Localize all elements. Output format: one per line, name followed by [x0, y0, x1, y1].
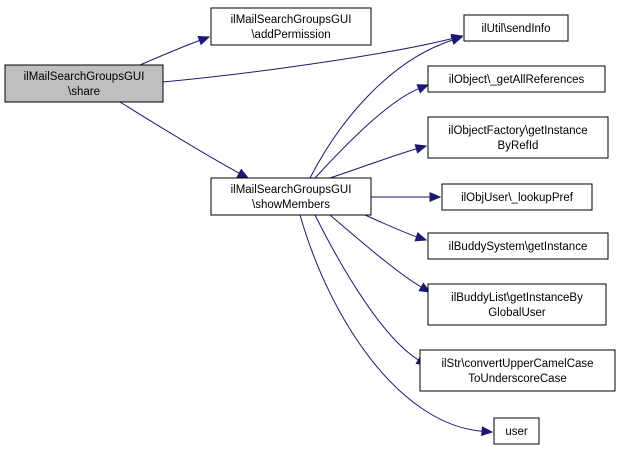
node-box [427, 65, 606, 93]
node-box [441, 183, 593, 211]
edge-showMembers-to-lookupPref [371, 192, 442, 202]
node-box [427, 232, 609, 260]
edge-line [314, 87, 420, 179]
node-box [210, 177, 372, 216]
node-box [419, 349, 616, 392]
node-lookupPref[interactable]: ilObjUser\_lookupPref [441, 183, 593, 211]
node-label-line: \share [68, 86, 100, 98]
node-box [493, 417, 540, 445]
node-buddyGetInstance[interactable]: ilBuddySystem\getInstance [427, 232, 609, 260]
arrowhead [236, 168, 250, 179]
edge-line [329, 148, 418, 179]
node-label-line: \addPermission [251, 29, 330, 41]
node-label-line: ilStr\convertUpperCamelCase [441, 358, 593, 370]
edge-showMembers-to-sendInfo [309, 35, 464, 179]
node-label-line: ilObjectFactory\getInstance [448, 125, 587, 137]
node-getAllReferences[interactable]: ilObject\_getAllReferences [427, 65, 606, 93]
node-box [427, 116, 609, 159]
node-box [210, 7, 372, 46]
node-label-line: ByRefId [498, 140, 539, 152]
node-label-line: ilBuddyList\getInstanceBy [451, 292, 583, 304]
edge-showMembers-to-getAllReferences [314, 84, 430, 179]
edge-showMembers-to-getInstanceByRefId [329, 144, 428, 179]
arrowhead [429, 192, 442, 202]
arrowhead [414, 231, 428, 242]
arrowhead [418, 282, 432, 293]
edge-showMembers-to-user [299, 214, 494, 437]
edge-line [139, 39, 201, 66]
arrowhead [450, 35, 464, 45]
edge-line [364, 214, 418, 238]
arrowhead [416, 84, 430, 94]
edge-line [299, 214, 484, 432]
arrowhead [197, 35, 211, 46]
node-sendInfo[interactable]: ilUtil\sendInfo [463, 14, 569, 42]
node-user[interactable]: user [493, 417, 540, 445]
node-convertCase[interactable]: ilStr\convertUpperCamelCaseToUnderscoreC… [419, 349, 616, 392]
node-label-line: \showMembers [252, 199, 330, 211]
nodes-layer: ilMailSearchGroupsGUI\shareilMailSearchG… [4, 7, 616, 445]
edge-share-to-showMembers [119, 101, 250, 179]
node-box [427, 283, 607, 326]
node-label-line: ilObject\_getAllReferences [449, 74, 585, 86]
edge-showMembers-to-buddyGetInstance [364, 214, 428, 242]
node-label-line: ilUtil\sendInfo [481, 23, 550, 35]
arrowhead [414, 144, 428, 154]
node-share[interactable]: ilMailSearchGroupsGUI \share [4, 64, 164, 103]
node-label-line: ilMailSearchGroupsGUI [24, 71, 145, 83]
edge-line [309, 39, 454, 179]
node-label-line: ilMailSearchGroupsGUI [231, 14, 352, 26]
edge-line [162, 37, 454, 83]
node-showMembers[interactable]: ilMailSearchGroupsGUI \showMembers [210, 177, 372, 216]
edges-layer [119, 33, 494, 437]
node-label-line: ilMailSearchGroupsGUI [231, 184, 352, 196]
edge-line [119, 101, 241, 175]
edge-showMembers-to-getInstanceByGlobalUser [329, 214, 432, 293]
edge-share-to-addPermission [139, 35, 211, 66]
edge-line [314, 214, 420, 361]
node-box [4, 64, 164, 103]
node-label-line: ilObjUser\_lookupPref [461, 192, 574, 204]
node-label-line: ilBuddySystem\getInstance [449, 241, 588, 253]
edge-showMembers-to-convertCase [314, 214, 429, 366]
arrowhead [481, 426, 494, 437]
node-box [463, 14, 569, 42]
node-label-line: GlobalUser [488, 307, 546, 319]
edge-line [329, 214, 423, 288]
node-addPermission[interactable]: ilMailSearchGroupsGUI \addPermission [210, 7, 372, 46]
node-label-line: ToUnderscoreCase [468, 373, 566, 385]
node-label-line: user [505, 426, 528, 438]
